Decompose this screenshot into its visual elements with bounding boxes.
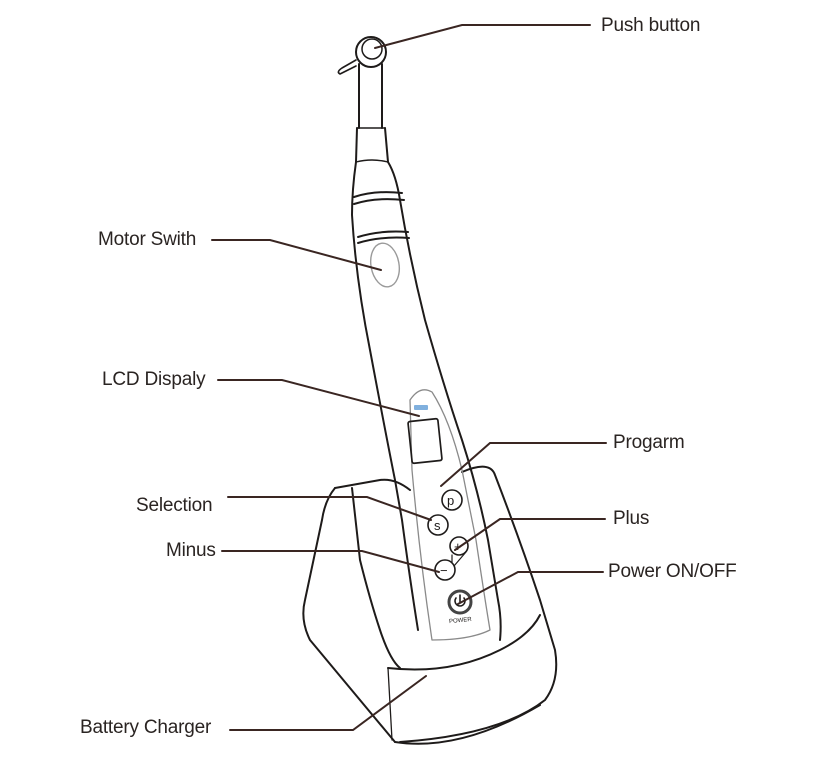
- leader-selection: [227, 496, 432, 521]
- label-push-button: Push button: [601, 15, 701, 36]
- label-selection: Selection: [136, 495, 213, 516]
- handpiece-body: [337, 36, 502, 641]
- label-plus: Plus: [613, 508, 650, 529]
- button-s-glyph: s: [434, 518, 441, 533]
- label-motor-switch: Motor Swith: [98, 229, 197, 250]
- label-battery-charger: Battery Charger: [80, 717, 212, 738]
- charging-base: [302, 465, 558, 745]
- leader-plus: [454, 518, 606, 551]
- leader-battery-charger: [229, 675, 427, 731]
- leader-power: [457, 571, 604, 605]
- label-power: Power ON/OFF: [608, 561, 737, 582]
- leader-lcd-display: [217, 379, 420, 417]
- control-buttons: [427, 489, 473, 615]
- power-button-caption: POWER: [449, 617, 473, 625]
- label-minus: Minus: [166, 540, 216, 561]
- leader-motor-switch: [211, 239, 382, 271]
- leader-program: [440, 442, 607, 487]
- label-program: Progarm: [613, 432, 685, 453]
- leader-push-button: [374, 24, 591, 49]
- brand-logo: [414, 405, 428, 410]
- button-plus-glyph: +: [454, 539, 462, 554]
- button-p-glyph: p: [447, 493, 454, 508]
- label-lcd-display: LCD Dispaly: [102, 369, 206, 390]
- button-minus-glyph: −: [440, 563, 448, 578]
- leader-minus: [221, 550, 440, 573]
